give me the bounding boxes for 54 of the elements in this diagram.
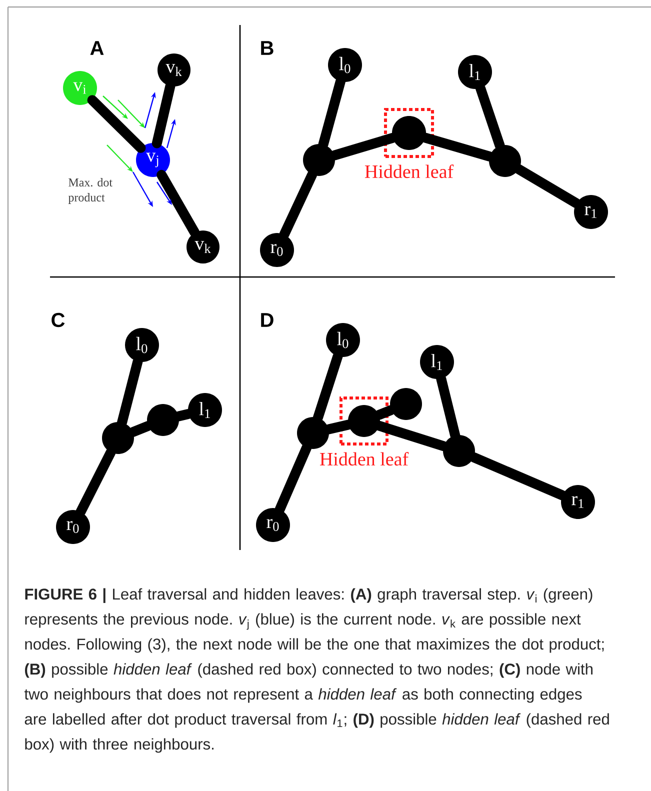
- graph-node: l$_{1}$: [420, 345, 454, 379]
- graph-node: [297, 417, 329, 449]
- graph-node: [443, 435, 475, 467]
- graph-edge: [274, 442, 312, 514]
- graph-edge: [420, 132, 494, 162]
- graph-node: l$_{1}$: [188, 393, 222, 427]
- graph-edge: [152, 81, 176, 148]
- graph-node: [147, 404, 179, 436]
- graph-node: v$_{i}$: [63, 71, 97, 105]
- panel-letter: A: [90, 41, 104, 55]
- hidden-leaf-box: Hidden leaf: [364, 108, 454, 178]
- graph-edge: [330, 132, 398, 160]
- graph-node: [392, 116, 426, 150]
- panel-letter: B: [261, 41, 274, 55]
- graph-edge: [374, 405, 396, 420]
- graph-node: [102, 422, 134, 454]
- graph-node: [390, 388, 422, 420]
- graph-edge: [436, 374, 460, 440]
- graph-edge: [312, 351, 343, 423]
- graph-edge: [324, 420, 354, 434]
- graph-edge: [76, 447, 116, 517]
- graph-edge: [117, 356, 143, 428]
- graph-node: l$_{0}$: [125, 328, 159, 362]
- graph-edge: [468, 452, 568, 500]
- graph-edge: [514, 164, 582, 208]
- graph-node: v$_{j}$: [136, 143, 170, 177]
- graph-node: v$_{k}$: [186, 230, 220, 264]
- graph-node: l$_{1}$: [458, 55, 492, 89]
- graph-node: v$_{k}$: [158, 54, 190, 86]
- graph-edge: [174, 408, 194, 422]
- node-label: Hidden leaf: [320, 452, 409, 466]
- graph-edge: [279, 170, 318, 240]
- graph-node: [303, 144, 335, 176]
- graph-edge: [156, 170, 200, 238]
- graph-node: r$_{1}$: [561, 485, 595, 519]
- graph-edge: [374, 420, 449, 452]
- node-label: Hidden leaf: [364, 164, 454, 178]
- graph-edge: [476, 83, 505, 151]
- graph-node: r$_{0}$: [256, 508, 290, 542]
- figure-caption: FIGURE 6 | Leaf traversal and hidden leaves: (A) graph traversal step. v$_{i}$ (green) represents the previous node. v$_{j}$ (blue) is the current node. v$_{k}$ are possible next nodes. Following (3), the next node will be the one that maximizes the dot product; (B) possible hidden leaf (dashed red box) connected to two nodes; (C) node with two neighbours that does not represent a hidden leaf as both connecting edges are labelled after dot product traversal from l$_{1}$; (D) possible hidden leaf (dashed red box) with three neighbours.: [24, 588, 609, 753]
- hidden-leaf-box: Hidden leaf: [320, 396, 409, 466]
- graph-node: [489, 145, 521, 177]
- graph-edge: [87, 95, 146, 153]
- graph-node: l$_{0}$: [326, 323, 360, 357]
- graph-edge: [128, 421, 153, 437]
- graph-edge: [318, 76, 346, 150]
- graph-node: r$_{1}$: [574, 195, 608, 229]
- graph-node: r$_{0}$: [260, 233, 294, 267]
- dot-product-note: Max. dot product: [68, 178, 112, 204]
- graph-node: [348, 405, 380, 437]
- panel-letter: D: [261, 313, 274, 327]
- panel-letter: C: [52, 312, 65, 328]
- graph-node: l$_{0}$: [328, 48, 362, 82]
- graph-node: r$_{0}$: [56, 510, 90, 544]
